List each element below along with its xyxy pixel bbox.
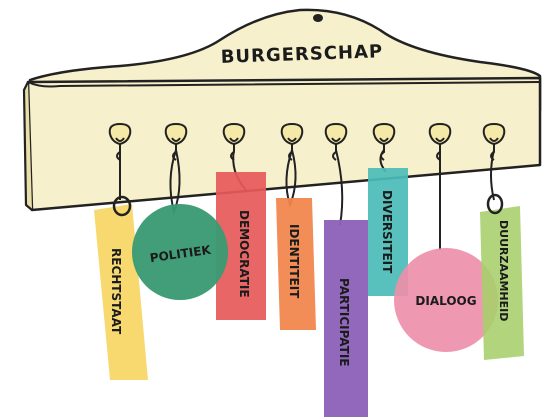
board-hanging-hole [313, 14, 323, 22]
tag-identiteit-shape [276, 198, 316, 330]
tag-democratie-label: DEMOCRATIE [237, 210, 251, 298]
tag-dialoog-shape [394, 248, 498, 352]
tag-dialoog-label: DIALOOG [415, 294, 476, 308]
coat-rack-board: BURGERSCHAP [22, 8, 542, 212]
hook-icon [428, 122, 452, 161]
tag-rechtstaat-label: RECHTSTAAT [109, 248, 123, 335]
hook-icon [280, 122, 304, 161]
tag-duurzaamheid-eyelet [486, 193, 504, 215]
tag-participatie: PARTICIPATIE [324, 149, 368, 417]
tag-diversiteit-label: DIVERSITEIT [380, 190, 394, 274]
hook-icon [222, 122, 246, 161]
hook-icon [164, 122, 188, 161]
tag-duurzaamheid-shape [480, 206, 524, 360]
tag-identiteit: IDENTITEIT [276, 149, 316, 330]
tag-duurzaamheid: DUURZAAMHEID [480, 149, 524, 360]
board-edge [27, 81, 541, 88]
hook-icon [482, 122, 506, 161]
string-participatie [335, 149, 344, 226]
hook-icon [324, 122, 348, 161]
tag-politiek-shape [132, 204, 228, 300]
tag-rechtstaat-eyelet [112, 195, 132, 217]
hook-icon [372, 122, 396, 161]
tag-participatie-label: PARTICIPATIE [337, 278, 351, 367]
board-left-end [22, 81, 33, 211]
hook-icon [108, 122, 132, 161]
tag-dialoog: DIALOOG [394, 150, 498, 352]
tag-participatie-shape [324, 220, 368, 417]
tag-politiek: POLITIEK [132, 149, 228, 300]
hooks [108, 122, 506, 161]
tag-duurzaamheid-label: DUURZAAMHEID [497, 220, 510, 321]
board-plank [26, 76, 542, 212]
tag-identiteit-label: IDENTITEIT [287, 224, 301, 299]
tag-diversiteit: DIVERSITEIT [368, 149, 408, 296]
